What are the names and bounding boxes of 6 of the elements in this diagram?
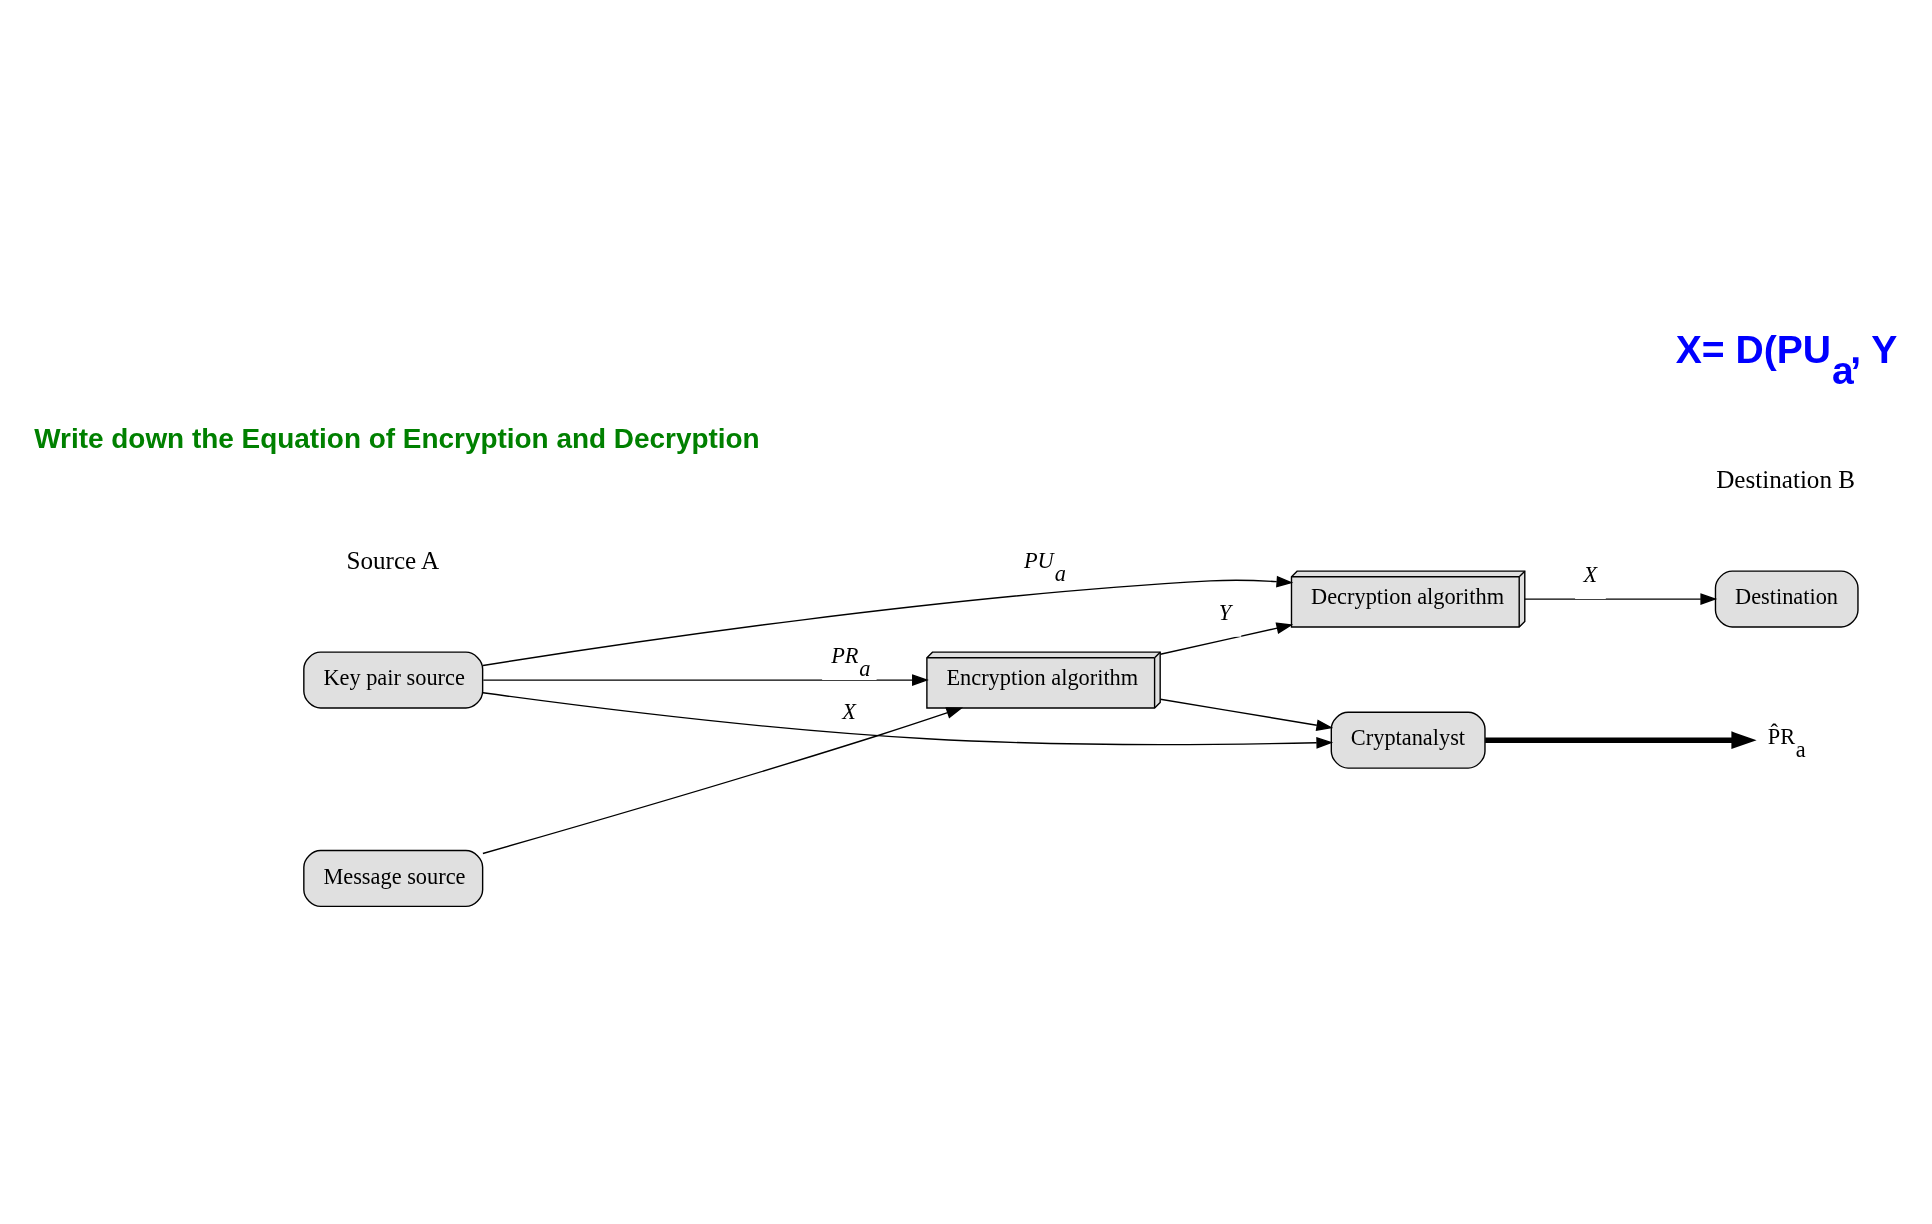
label: Source A: [346, 546, 440, 574]
label: Write down the Equation of Encryption and Decryption: [34, 423, 760, 455]
edge-label: X: [842, 698, 857, 724]
edge-label: Y: [1218, 599, 1232, 625]
label: Destination B: [1716, 465, 1856, 493]
edge-label: X: [1583, 562, 1598, 588]
